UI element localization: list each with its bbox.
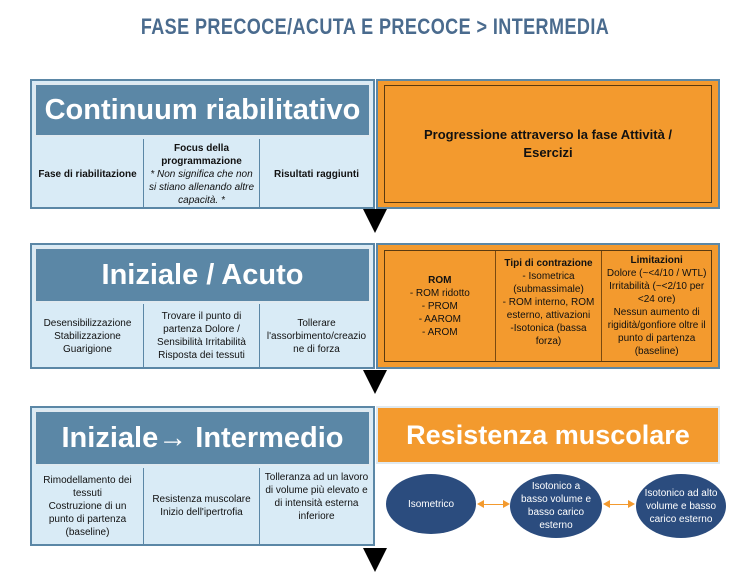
limitations-cell: Limitazioni Dolore (~<4/10 / WTL) Irrita… <box>602 251 711 361</box>
isometric-node-text: Isometrico <box>407 498 455 510</box>
acute-exercise-panel: ROM - ROM ridotto - PROM - AAROM - AROM … <box>376 243 720 369</box>
rom-item-1: - ROM ridotto <box>409 287 470 299</box>
contraction-item-3: -Isotonica (bassa forza) <box>510 323 587 347</box>
progression-text: Progressione attraverso la fase Attività… <box>423 127 673 160</box>
isometric-node: Isometrico <box>386 474 476 534</box>
rom-item-3: - AAROM <box>418 313 461 325</box>
results-label: Risultati raggiunti <box>274 168 359 180</box>
intermediate-goal-2: Costruzione di un punto di partenza (bas… <box>48 500 127 538</box>
acute-exercise-table: ROM - ROM ridotto - PROM - AAROM - AROM … <box>384 250 712 362</box>
acute-focus-cell: Trovare il punto di partenza Dolore / Se… <box>144 304 260 368</box>
intermediate-results-cell: Tolleranza ad un lavoro di volume più el… <box>260 468 373 544</box>
page-title: FASE PRECOCE/ACUTA E PRECOCE > INTERMEDI… <box>140 14 610 39</box>
initial-intermediate-panel: Iniziale→ Intermedio Rimodellamento dei … <box>30 406 375 546</box>
acute-goal-1: Desensibilizzazione <box>43 317 132 329</box>
limitations-title: Limitazioni <box>630 255 683 266</box>
limitations-item-2: Irritabilità (~<2/10 per <24 ore) <box>609 281 705 305</box>
initial-acute-header: Iniziale / Acuto <box>34 247 371 303</box>
focus-cell: Focus della programmazione * Non signifi… <box>144 139 260 209</box>
acute-goals-cell: Desensibilizzazione Stabilizzazione Guar… <box>32 304 144 368</box>
connector-1-left-tip <box>477 500 484 508</box>
connector-1-line <box>483 504 505 505</box>
contraction-cell: Tipi di contrazione - Isometrica (submas… <box>496 251 603 361</box>
muscular-endurance-header: Resistenza muscolare <box>376 406 720 464</box>
rom-title: ROM <box>428 274 452 286</box>
continuum-header: Continuum riabilitativo <box>34 83 371 137</box>
focus-label: Focus della programmazione <box>161 142 242 167</box>
results-cell: Risultati raggiunti <box>260 139 373 209</box>
limitations-item-1: Dolore (~<4/10 / WTL) <box>606 268 707 279</box>
acute-results-text: Tollerare l'assorbimento/creazio ne di f… <box>266 317 367 355</box>
muscular-endurance-title: Resistenza muscolare <box>406 419 690 450</box>
connector-2-right-tip <box>628 500 635 508</box>
phase-label: Fase di riabilitazione <box>38 168 137 180</box>
flow-arrow-3 <box>363 548 387 572</box>
high-volume-node-text: Isotonico ad alto volume e basso carico … <box>644 487 718 525</box>
connector-2-line <box>609 504 629 505</box>
phase-cell: Fase di riabilitazione <box>32 139 144 209</box>
intermediate-results-text: Tolleranza ad un lavoro di volume più el… <box>264 472 369 522</box>
high-volume-node: Isotonico ad alto volume e basso carico … <box>636 474 726 538</box>
intermediate-goal-1: Rimodellamento dei tessuti <box>43 474 132 499</box>
flow-arrow-2 <box>363 370 387 394</box>
rom-cell: ROM - ROM ridotto - PROM - AAROM - AROM <box>385 251 496 361</box>
acute-goal-2: Stabilizzazione <box>54 330 121 342</box>
rom-item-2: - PROM <box>421 300 458 312</box>
initial-acute-header-text: Iniziale / Acuto <box>101 258 304 291</box>
connector-1-right-tip <box>503 500 510 508</box>
intermediate-focus-cell: Resistenza muscolare Inizio dell'ipertro… <box>144 468 260 544</box>
initial-intermediate-header: Iniziale→ Intermedio <box>34 410 371 466</box>
progression-box: Progressione attraverso la fase Attività… <box>384 85 712 203</box>
initial-acute-panel: Iniziale / Acuto Desensibilizzazione Sta… <box>30 243 375 369</box>
continuum-panel: Continuum riabilitativo Fase di riabilit… <box>30 79 375 209</box>
intermediate-goals-cell: Rimodellamento dei tessuti Costruzione d… <box>32 468 144 544</box>
acute-goal-3: Guarigione <box>63 343 112 355</box>
progression-panel: Progressione attraverso la fase Attività… <box>376 79 720 209</box>
contraction-item-2: - ROM interno, ROM esterno, attivazioni <box>502 297 595 321</box>
continuum-header-text: Continuum riabilitativo <box>44 93 361 126</box>
low-volume-node: Isotonico a basso volume e basso carico … <box>510 474 602 538</box>
initial-intermediate-header-text: Iniziale→ Intermedio <box>61 421 344 454</box>
low-volume-node-text: Isotonico a basso volume e basso carico … <box>520 481 592 531</box>
limitations-item-3: Nessun aumento di rigidità/gonfiore oltr… <box>607 307 706 357</box>
acute-results-cell: Tollerare l'assorbimento/creazio ne di f… <box>260 304 373 368</box>
flow-arrow-1 <box>363 209 387 233</box>
focus-note: * Non significa che non si stiano allena… <box>148 168 255 206</box>
rom-item-4: - AROM <box>422 326 458 338</box>
connector-2-left-tip <box>603 500 610 508</box>
intermediate-focus-text: Resistenza muscolare Inizio dell'ipertro… <box>152 494 251 518</box>
contraction-item-1: - Isometrica (submassimale) <box>513 271 584 295</box>
acute-focus-text: Trovare il punto di partenza Dolore / Se… <box>157 311 246 361</box>
contraction-title: Tipi di contrazione <box>504 258 593 269</box>
